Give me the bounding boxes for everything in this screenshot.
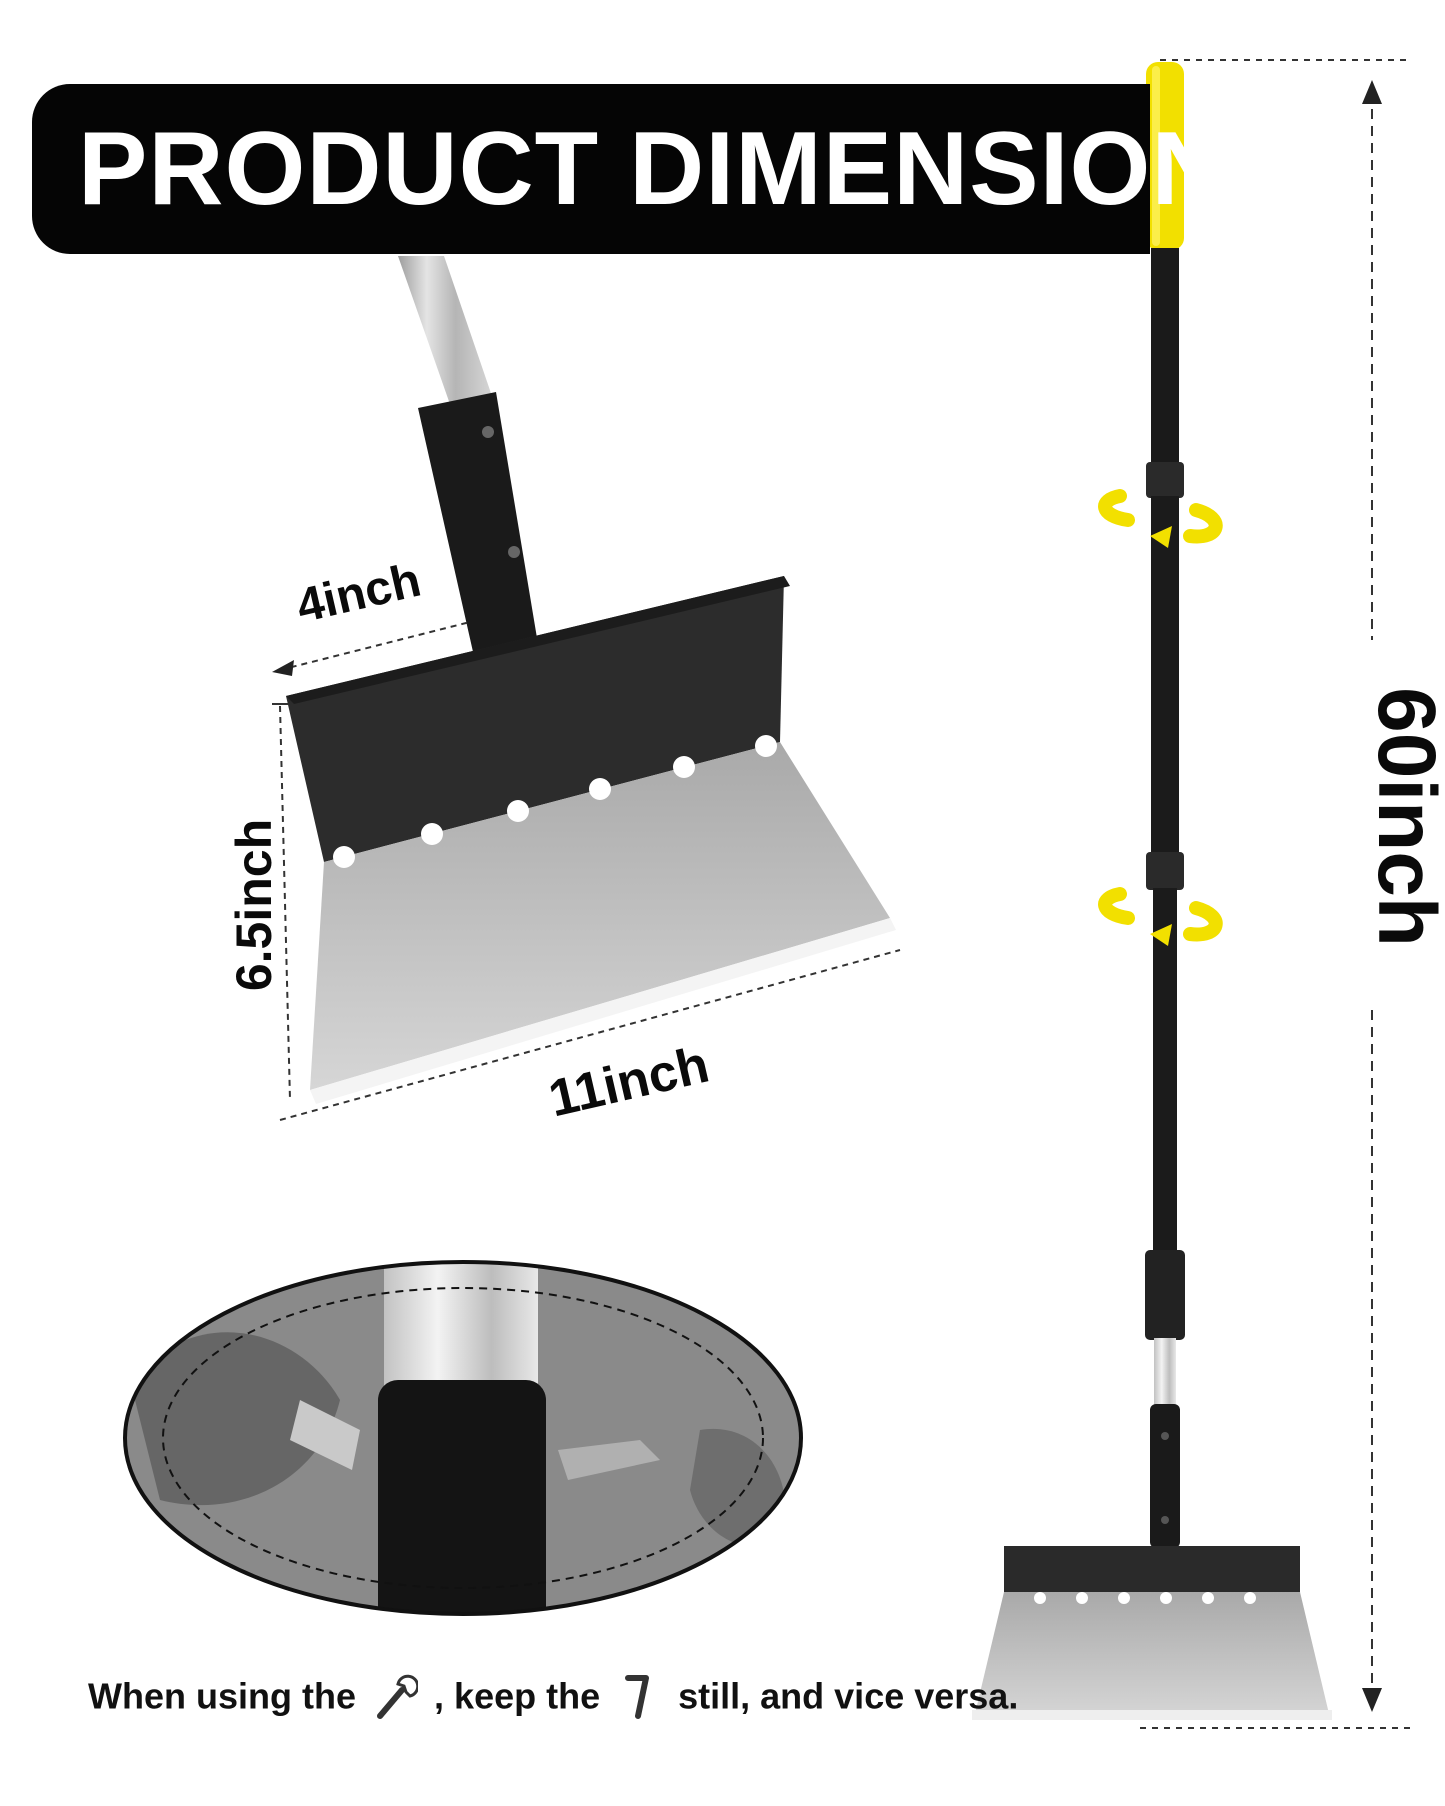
detail-oval xyxy=(123,1260,803,1616)
title-banner xyxy=(32,84,1150,254)
usage-note: When using the , keep the still, and vic… xyxy=(88,1664,1018,1724)
dimension-label-length: 60inch xyxy=(1360,687,1445,947)
note-text-2: , xyxy=(434,1675,445,1717)
lock-collar-3 xyxy=(1145,1250,1185,1340)
lock-collar-1 xyxy=(1146,462,1184,498)
note-text-3: keep the xyxy=(454,1675,601,1717)
full-tool xyxy=(972,59,1410,1729)
twist-arrow-icon xyxy=(1098,489,1223,946)
scraper-head xyxy=(272,256,901,1121)
dimension-label-depth: 6.5inch xyxy=(226,818,283,992)
note-text-1: When using the xyxy=(88,1675,356,1717)
wrench-icon xyxy=(377,1675,418,1720)
note-text-4: still, and vice versa. xyxy=(678,1675,1019,1717)
page-title: PRODUCT DIMENSIONS xyxy=(78,111,1298,227)
rivet-holes xyxy=(333,735,777,868)
length-arrow xyxy=(1362,80,1382,1712)
steel-section xyxy=(1154,1338,1176,1406)
pole-upper xyxy=(1151,248,1179,468)
hex-key-icon xyxy=(625,1675,650,1720)
lock-collar-2 xyxy=(1146,852,1184,890)
